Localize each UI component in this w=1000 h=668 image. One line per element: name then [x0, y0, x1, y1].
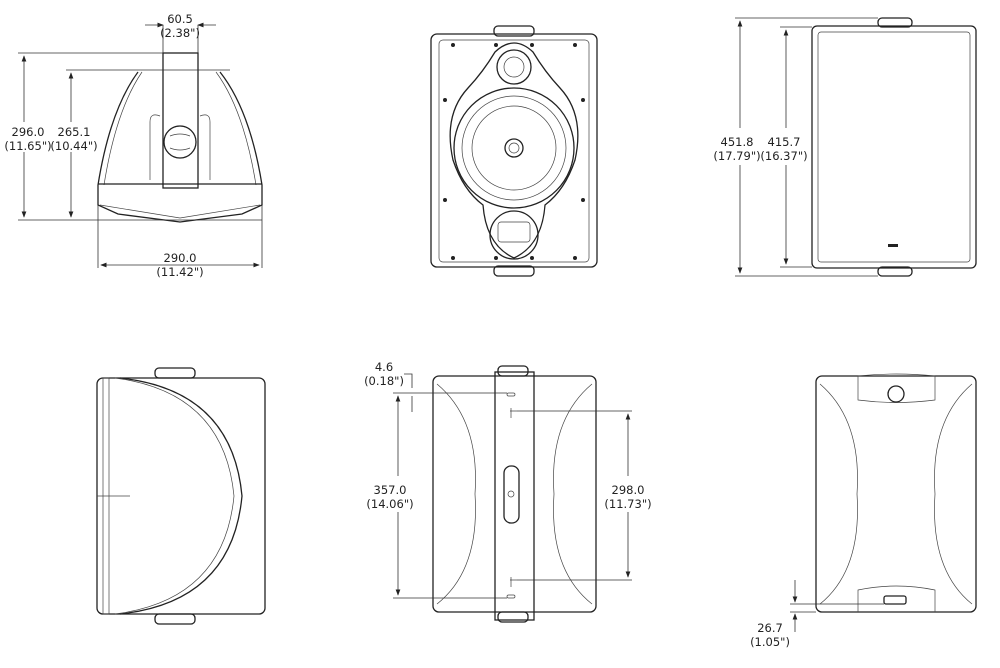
front-view-driver	[430, 25, 598, 277]
bottom-offset-mm: 26.7	[757, 621, 783, 635]
top-view: 60.5 (2.38") 296.0 (11.65") 265.1 (10.44…	[4, 12, 263, 279]
bracket-span-in: (14.06")	[366, 497, 413, 511]
bracket-offset-mm: 4.6	[375, 360, 393, 374]
side-height-total-in: (11.65")	[4, 139, 51, 153]
front-height-body-mm: 415.7	[768, 135, 801, 149]
side-view	[96, 367, 266, 625]
keyhole-span-mm: 298.0	[612, 483, 645, 497]
front-height-total-mm: 451.8	[721, 135, 754, 149]
top-width-in: (2.38")	[160, 26, 200, 40]
side-height-body-in: (10.44")	[50, 139, 97, 153]
front-height-total-in: (17.79")	[713, 149, 760, 163]
bottom-offset-in: (1.05")	[750, 635, 790, 649]
side-height-body-mm: 265.1	[58, 125, 91, 139]
side-height-total-mm: 296.0	[12, 125, 45, 139]
top-depth-in: (11.42")	[156, 265, 203, 279]
back-view-bracket: 4.6 (0.18") 357.0 (14.06") 298.0 (11.73"…	[364, 360, 652, 623]
top-width-mm: 60.5	[167, 12, 193, 26]
bracket-offset-in: (0.18")	[364, 374, 404, 388]
keyhole-span-in: (11.73")	[604, 497, 651, 511]
top-depth-mm: 290.0	[164, 251, 197, 265]
front-view-grille: 451.8 (17.79") 415.7 (16.37")	[713, 17, 977, 277]
bracket-span-mm: 357.0	[374, 483, 407, 497]
front-height-body-in: (16.37")	[760, 149, 807, 163]
back-view: 26.7 (1.05")	[750, 373, 977, 649]
